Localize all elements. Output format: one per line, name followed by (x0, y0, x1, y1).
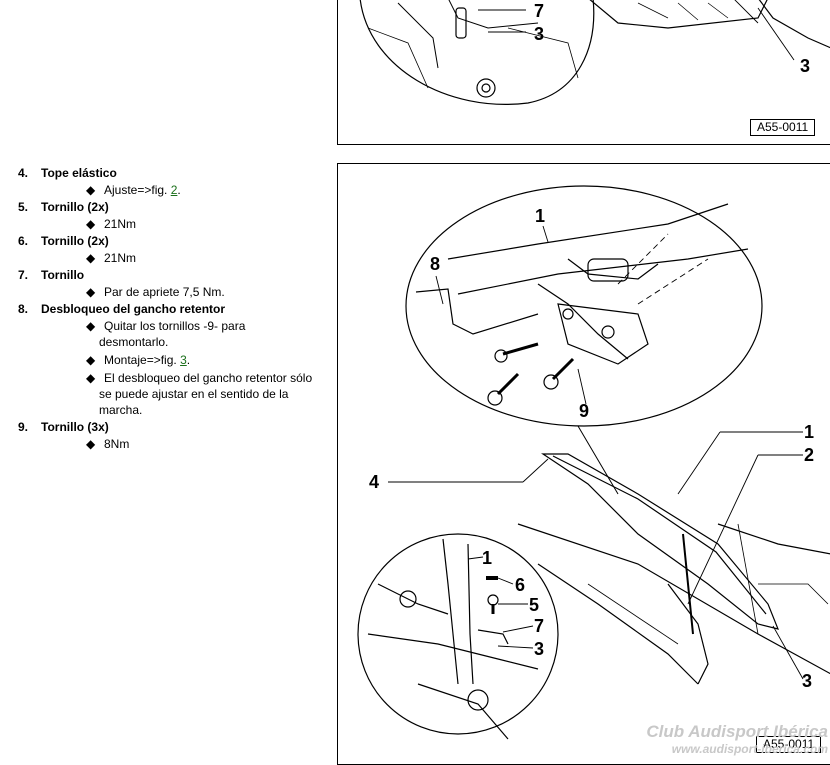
callout-label: 3 (534, 24, 544, 44)
sub-item: ◆ 8Nm (86, 437, 130, 451)
watermark: Club Audisport Ibérica www.audisport-ibe… (646, 722, 828, 756)
item-number: 9. (18, 420, 29, 434)
diamond-bullet-icon: ◆ (86, 183, 96, 197)
callout-label: 3 (534, 639, 544, 659)
sub-item: ◆ Montaje=>fig. 3. (86, 353, 191, 367)
sub-item: ◆ Ajuste=>fig. 2. (86, 183, 181, 197)
item-number: 6. (18, 234, 29, 248)
watermark-title: Club Audisport Ibérica (646, 722, 828, 741)
watermark-url: www.audisport-iberica.com (671, 742, 828, 756)
diamond-bullet-icon: ◆ (86, 319, 96, 333)
item-title: Tornillo (3x) (41, 420, 109, 434)
sub-item: ◆ 21Nm (86, 217, 137, 231)
sub-item: ◆ 21Nm (86, 251, 137, 265)
callout-label: 1 (535, 206, 545, 226)
callout-label: 1 (482, 548, 492, 568)
callout-label: 6 (515, 575, 525, 595)
item-title: Tope elástico (41, 166, 117, 180)
callout-label: 9 (579, 401, 589, 421)
figure-2: 1 8 9 1 2 4 1 6 5 7 3 3 A55-0011 (337, 163, 830, 765)
figure-2-drawing: 1 8 9 1 2 4 1 6 5 7 3 3 (357, 185, 830, 740)
diamond-bullet-icon: ◆ (86, 217, 96, 231)
diamond-bullet-icon: ◆ (86, 285, 96, 299)
item-title: Tornillo (2x) (41, 200, 109, 214)
callout-label: 7 (534, 1, 544, 21)
figure-1: 7 3 3 A55-0011 (337, 0, 830, 145)
diamond-bullet-icon: ◆ (86, 371, 96, 385)
item-title: Tornillo (2x) (41, 234, 109, 248)
diamond-bullet-icon: ◆ (86, 353, 96, 367)
sub-item: ◆ Par de apriete 7,5 Nm. (86, 285, 225, 299)
callout-label: 7 (534, 616, 544, 636)
callout-label: 3 (802, 671, 812, 691)
item-title: Desbloqueo del gancho retentor (41, 302, 226, 316)
sub-item: ◆ Quitar los tornillos -9- para desmonta… (86, 319, 246, 349)
figure-1-drawing: 7 3 3 (359, 0, 830, 105)
sub-item: ◆ El desbloqueo del gancho retentor sólo… (86, 371, 313, 417)
diamond-bullet-icon: ◆ (86, 251, 96, 265)
item-number: 4. (18, 166, 29, 180)
callout-label: 5 (529, 595, 539, 615)
figure-link[interactable]: 2 (170, 183, 178, 197)
diamond-bullet-icon: ◆ (86, 437, 96, 451)
figure-link[interactable]: 3 (180, 353, 187, 367)
callout-label: 3 (800, 56, 810, 76)
callout-label: 1 (804, 422, 814, 442)
item-number: 7. (18, 268, 29, 282)
callout-label: 8 (430, 254, 440, 274)
figure-reference: A55-0011 (750, 119, 816, 136)
item-number: 8. (18, 302, 29, 316)
figure-reference: A55-0011 (756, 736, 822, 753)
callout-label: 2 (804, 445, 814, 465)
callout-label: 4 (369, 472, 379, 492)
item-title: Tornillo (41, 268, 85, 282)
item-number: 5. (18, 200, 29, 214)
